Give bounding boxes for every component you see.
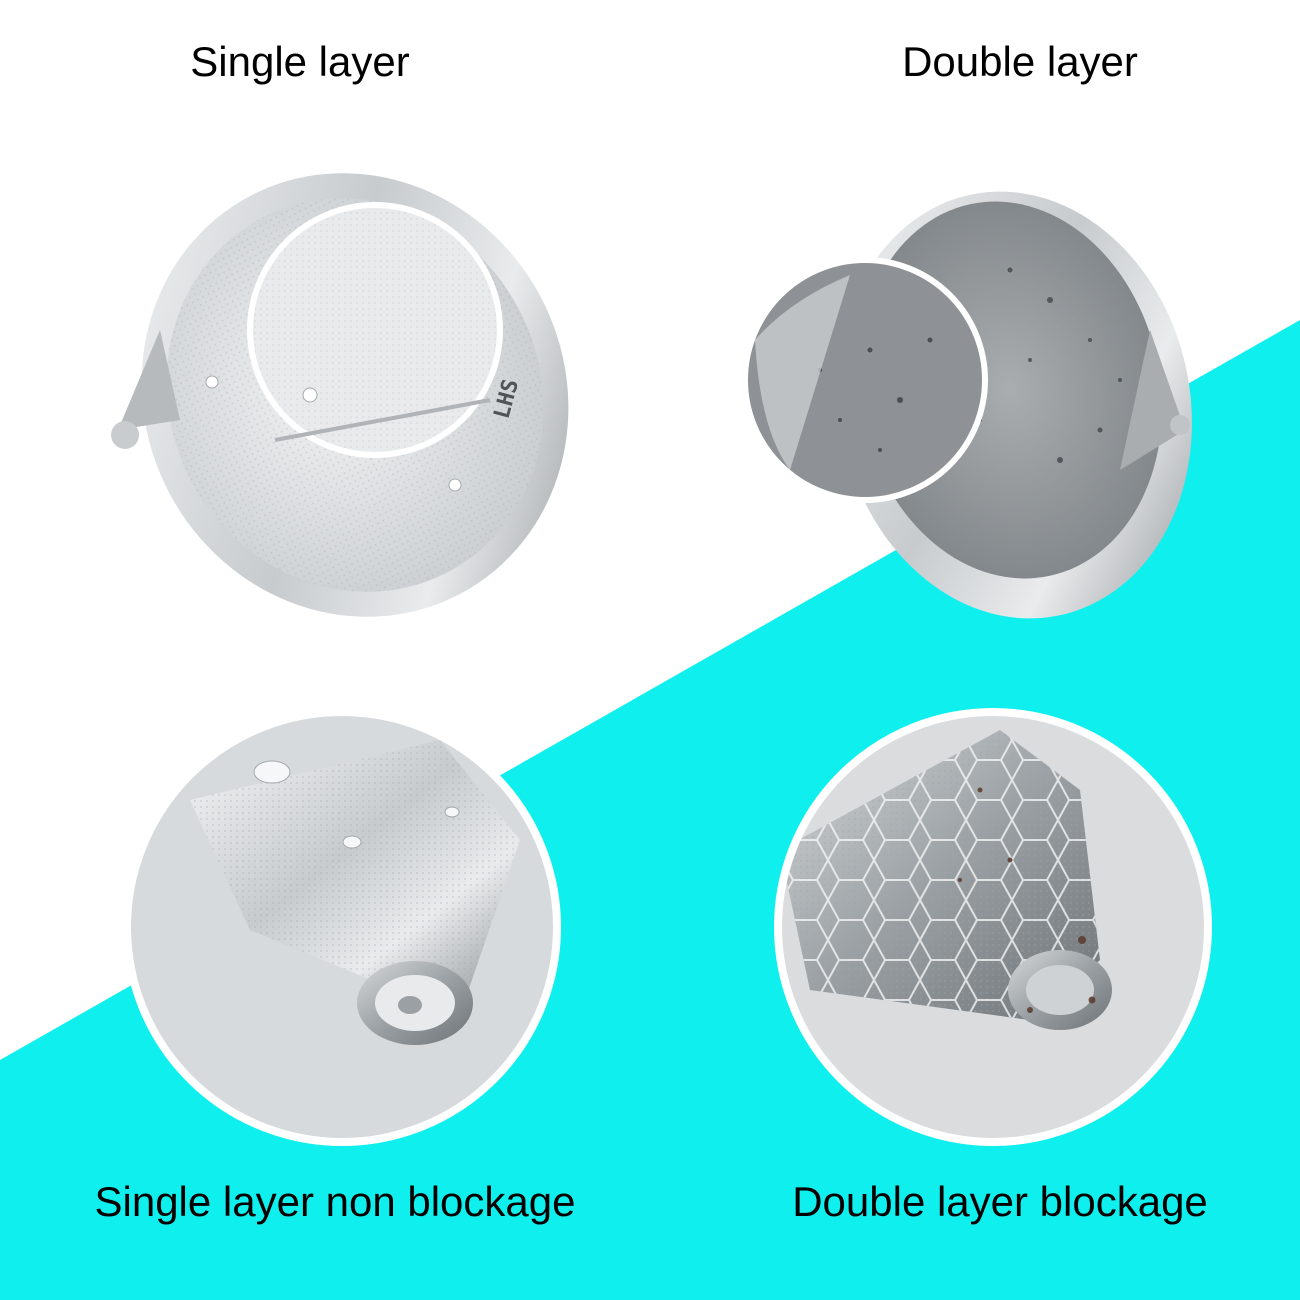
double-layer-filter-top-view [742,191,1192,619]
caption-double-layer-blockage: Double layer blockage [792,1178,1208,1225]
caption-single-layer: Single layer [190,38,410,85]
single-layer-cone-closeup [123,708,561,1146]
caption-double-layer: Double layer [902,38,1138,85]
single-layer-filter-top-view: LHS [111,173,569,617]
caption-single-layer-non-blockage: Single layer non blockage [94,1178,576,1225]
double-layer-cone-closeup [774,708,1212,1146]
